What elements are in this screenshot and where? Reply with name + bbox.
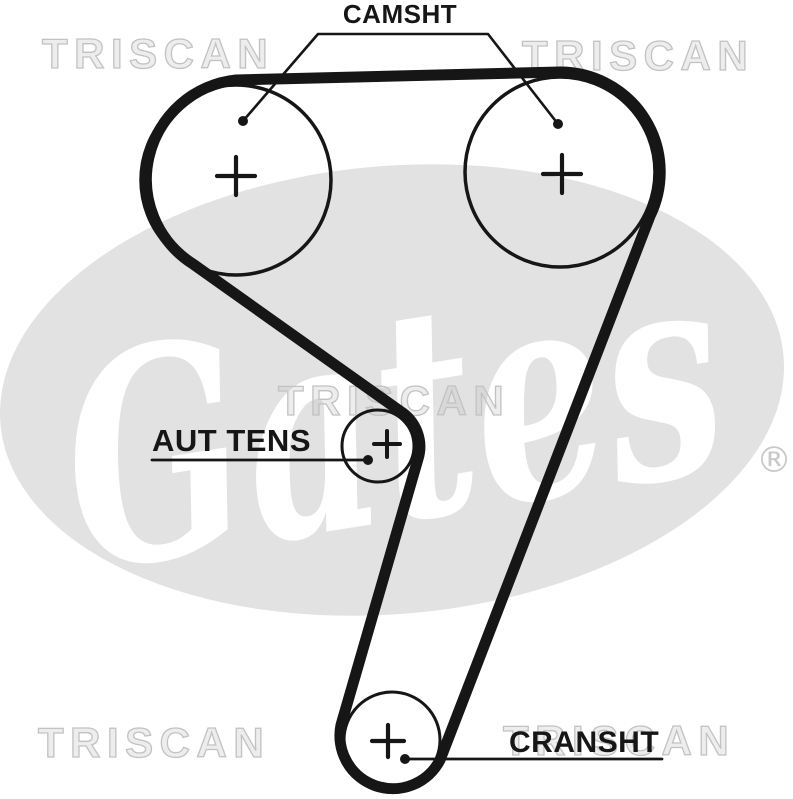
tensioner-label: AUT TENS: [152, 423, 311, 458]
crankshaft-leader-dot: [400, 754, 410, 764]
camshaft-left-leader-dot: [238, 116, 248, 126]
triscan-watermark-bottom-left: TRISCAN: [37, 718, 271, 766]
timing-belt-path: [140, 66, 666, 795]
camshaft-right-center-cross: [540, 152, 584, 196]
camshaft-right-leader-dot: [553, 119, 563, 129]
tensioner-center-cross: [372, 429, 402, 459]
registered-trademark-icon: ®: [756, 440, 792, 481]
diagram-ink-group: [139, 32, 666, 795]
camshaft-label: CAMSHT: [342, 0, 458, 29]
tensioner-pulley: [340, 408, 416, 484]
camshaft-left-center-cross: [214, 154, 258, 198]
triscan-watermark-bottom-right: TRISCAN: [502, 716, 736, 764]
triscan-watermark-top-left: TRISCAN: [41, 29, 275, 77]
tensioner-leader-dot: [363, 455, 373, 465]
crankshaft-label: CRANSHT: [509, 726, 660, 759]
camshaft-right-pulley: [463, 75, 657, 269]
crankshaft-pulley: [342, 690, 442, 790]
crankshaft-center-cross: [369, 722, 407, 760]
gates-logo-blob: [0, 164, 784, 616]
camshaft-left-pulley: [139, 83, 333, 277]
